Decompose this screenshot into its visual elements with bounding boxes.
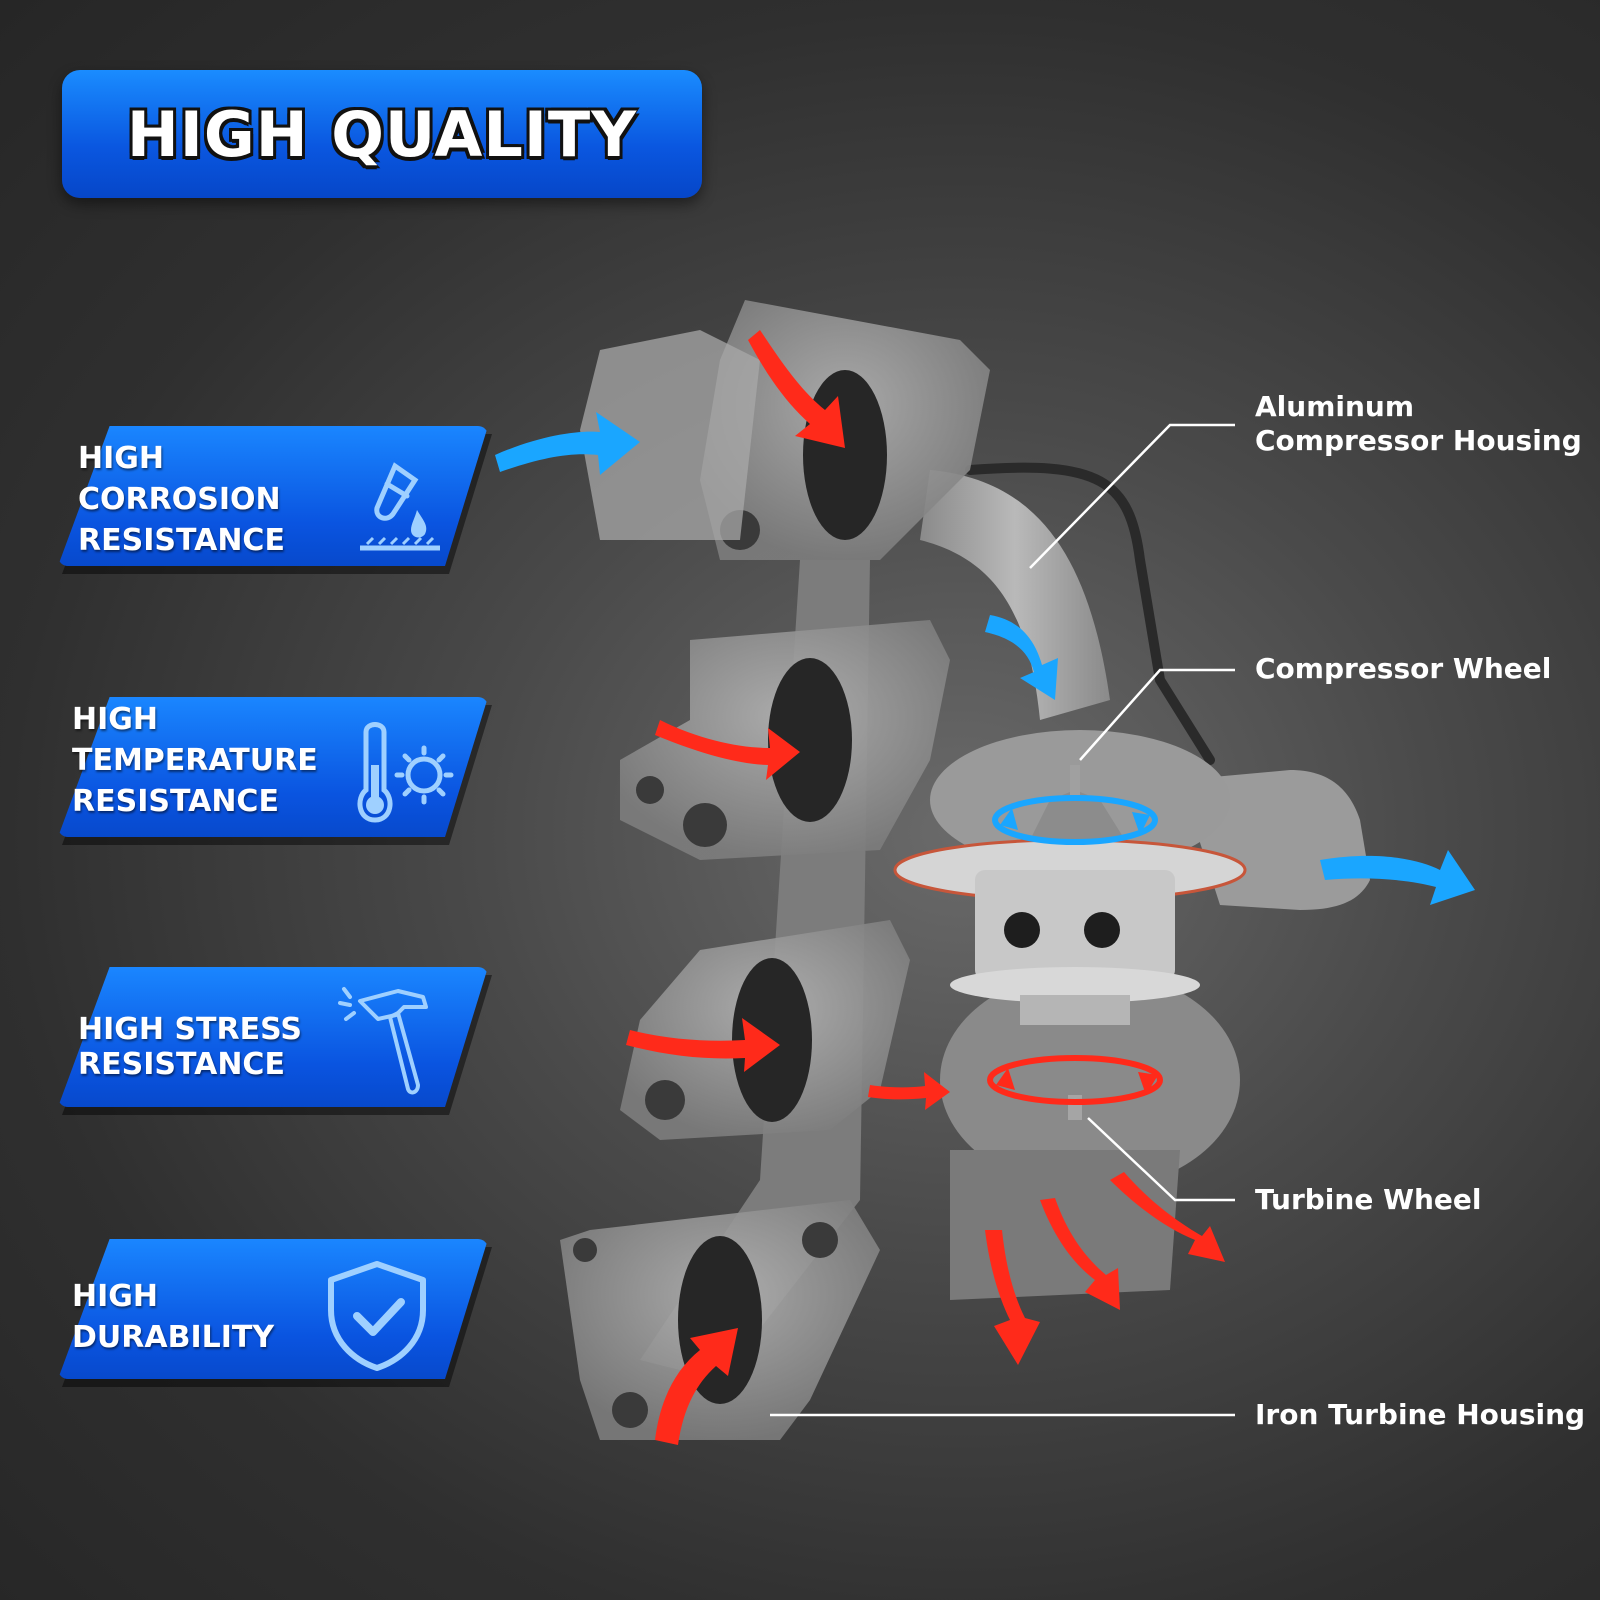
title-banner: HIGH QUALITY <box>62 70 702 198</box>
callout-leader-lines <box>770 423 1235 1417</box>
callout-turbine-wheel: Turbine Wheel <box>1255 1183 1482 1216</box>
callout-compressor-housing: Aluminum Compressor Housing <box>1255 390 1582 457</box>
feature-temperature-banner <box>58 697 488 837</box>
compressor-wheel <box>1030 790 1125 840</box>
thermometer-sun-icon <box>357 722 454 823</box>
turbine-rotation-arrow <box>987 1055 1163 1105</box>
turbine-wheel <box>1030 1030 1120 1100</box>
feature-stress-text: HIGH STRESS RESISTANCE <box>78 1012 302 1082</box>
flange-2 <box>620 620 950 860</box>
callout-compressor-wheel: Compressor Wheel <box>1255 652 1552 685</box>
feature-corrosion-text: HIGH CORROSION RESISTANCE <box>78 441 285 558</box>
feature-durability-banner <box>58 1239 488 1379</box>
flange-1-pipe <box>580 330 760 540</box>
shield-check-icon <box>328 1261 426 1371</box>
flange-4 <box>560 1200 880 1440</box>
flange-3 <box>620 920 910 1140</box>
page-title: HIGH QUALITY <box>126 97 638 171</box>
hammer-icon <box>338 987 428 1095</box>
airflow-red-arrows <box>626 330 1225 1445</box>
compressor-rotation-arrow <box>992 795 1158 845</box>
compressor-pipe <box>920 470 1110 720</box>
feature-temperature-text: HIGH TEMPERATURE RESISTANCE <box>72 702 318 819</box>
callout-turbine-housing: Iron Turbine Housing <box>1255 1398 1586 1431</box>
corrosion-icon <box>360 462 440 551</box>
feature-durability-text: HIGH DURABILITY <box>72 1279 275 1355</box>
cartridge-assembly <box>893 765 1247 1120</box>
airflow-blue-arrows <box>495 412 1475 905</box>
